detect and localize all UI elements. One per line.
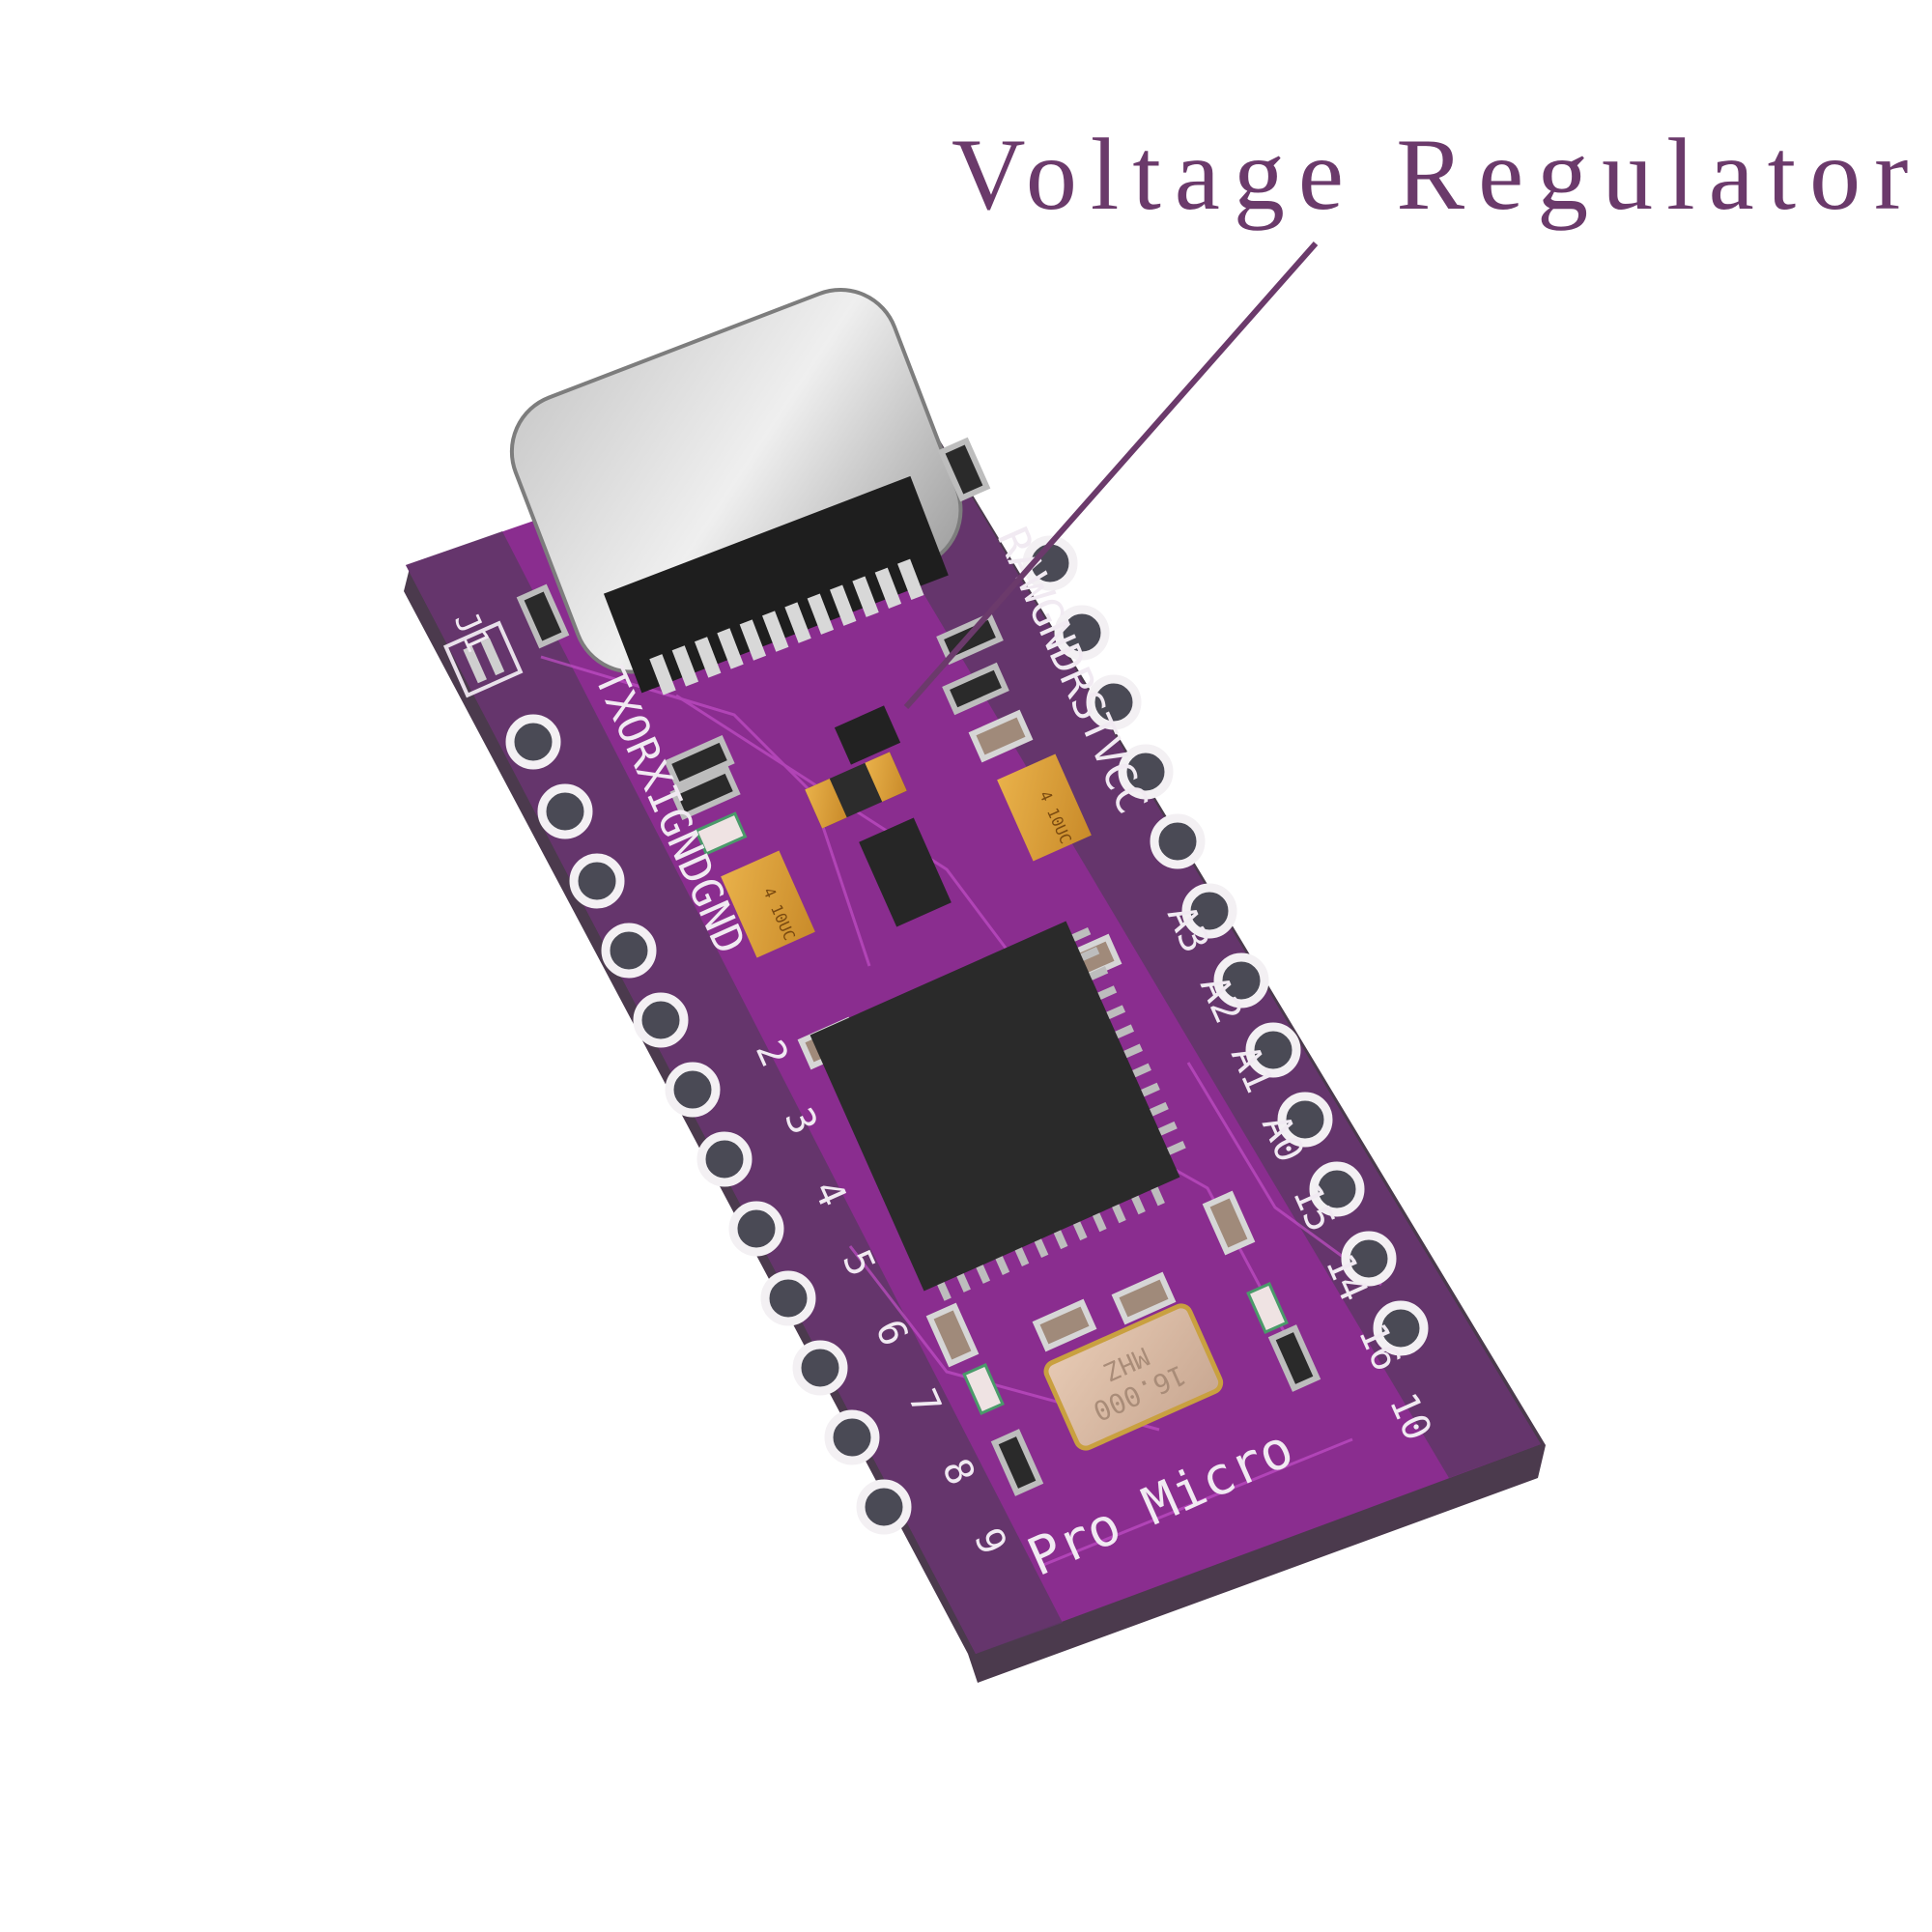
right-header-pads [1022,535,1429,1356]
right-pin-rail [821,391,1541,1478]
voltage-regulator-chip [834,705,952,927]
usb-c-connector [509,287,963,696]
microcontroller-chip [810,921,1186,1301]
voltage-regulator-label: Voltage Regulator [952,118,1922,231]
left-header-pads [505,714,912,1535]
leader-line [903,242,1319,709]
status-leds [694,811,1289,1415]
tantalum-capacitors: 4 10UC 4 10UC [721,753,1092,958]
fuse [805,752,907,829]
